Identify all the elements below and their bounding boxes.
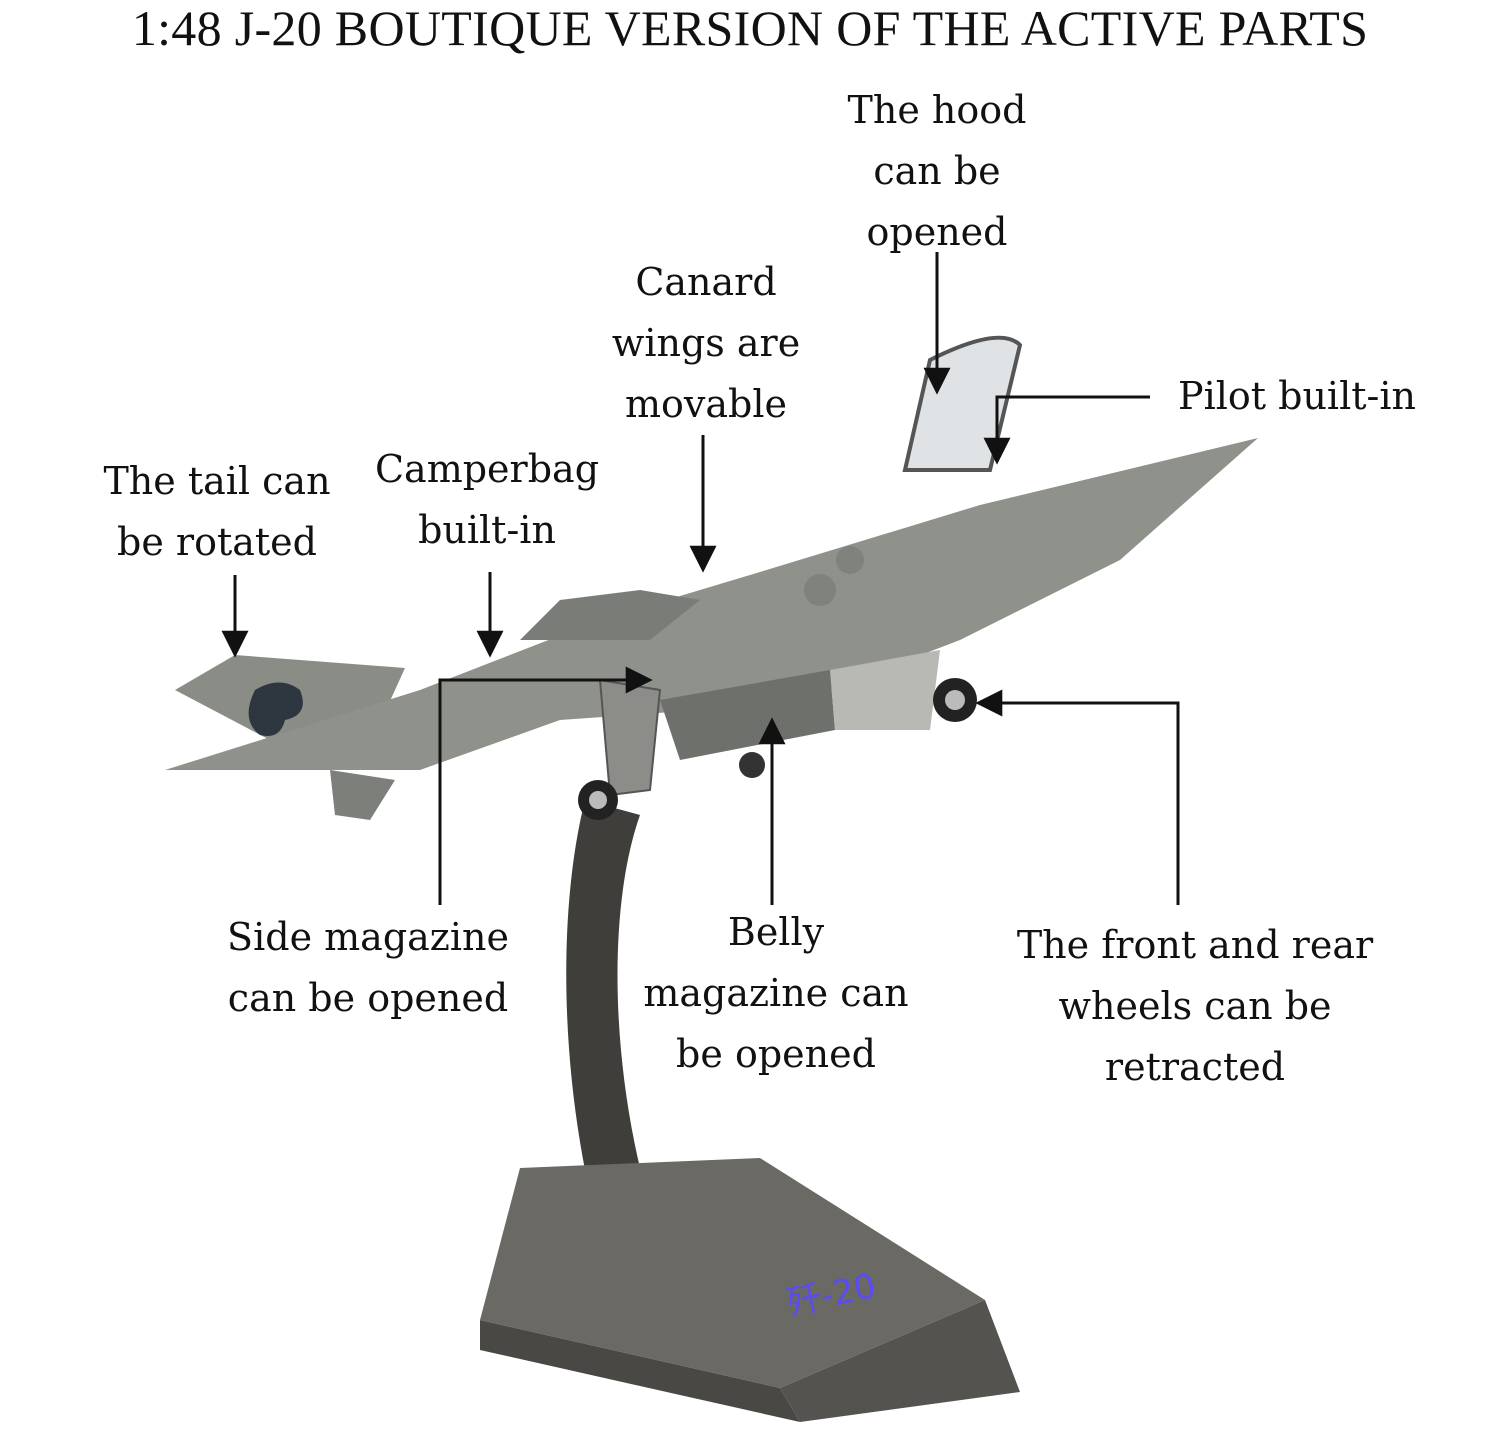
diagram-title: 1:48 J-20 BOUTIQUE VERSION OF THE ACTIVE… [131, 0, 1369, 56]
side-magazine-arrow [438, 666, 653, 905]
callout-line: Camperbag [374, 447, 600, 491]
callout-line: be rotated [117, 520, 317, 564]
callout-camperbag: Camperbag built-in [375, 439, 599, 561]
pilot-arrow [983, 395, 1150, 465]
callout-side-magazine: Side magazine can be opened [227, 907, 509, 1029]
callout-line: The hood [847, 88, 1027, 132]
callout-line: Side magazine [227, 915, 509, 959]
wheels-arrow [975, 689, 1180, 905]
callout-line: magazine can [643, 971, 909, 1015]
callout-line: can be [873, 149, 1001, 193]
callout-line: Pilot built-in [1178, 374, 1416, 418]
callout-wheels: The front and rear wheels can be retract… [1017, 915, 1373, 1098]
callout-tail: The tail can be rotated [103, 451, 330, 573]
callout-belly-magazine: Belly magazine can be opened [643, 902, 908, 1085]
callout-canard: Canard wings are movable [612, 252, 800, 435]
callout-line: The tail can [103, 459, 331, 503]
callout-line: Canard [635, 260, 777, 304]
callout-line: movable [624, 382, 787, 426]
callout-line: opened [866, 210, 1008, 254]
callout-hood: The hood can be opened [848, 80, 1027, 263]
callout-line: The front and rear [1016, 923, 1374, 967]
callout-line: Belly [727, 910, 825, 954]
callout-line: wheels can be [1058, 984, 1332, 1028]
callout-line: wings are [611, 321, 801, 365]
callout-line: built-in [418, 508, 556, 552]
display-stand: 歼-20 [480, 800, 1020, 1422]
callout-pilot: Pilot built-in [1178, 366, 1416, 427]
callout-line: retracted [1104, 1045, 1286, 1089]
callout-line: can be opened [227, 976, 509, 1020]
callout-line: be opened [676, 1032, 876, 1076]
